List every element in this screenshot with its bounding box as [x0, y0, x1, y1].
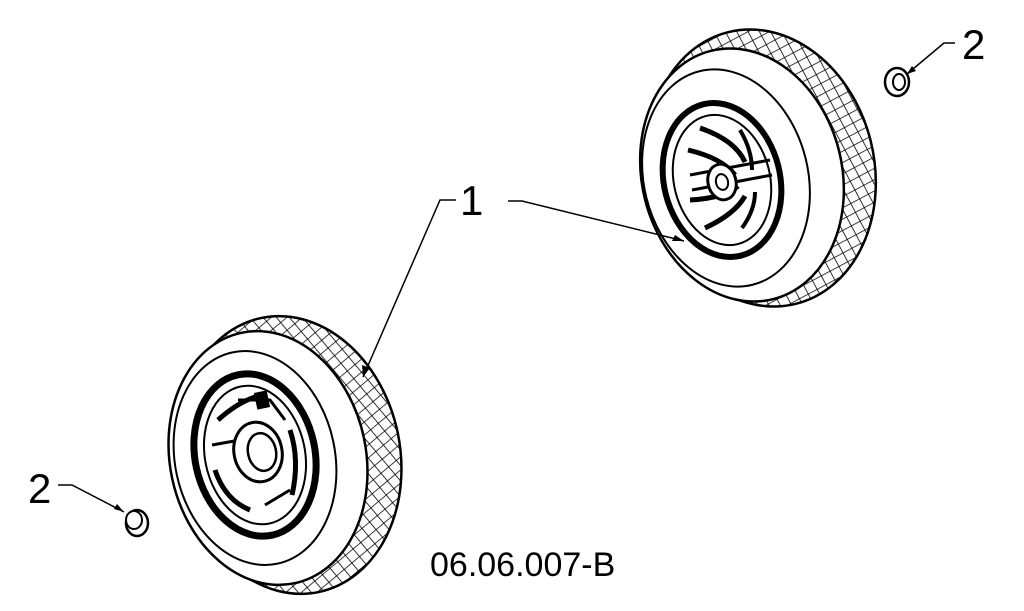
leader-2-upper: [906, 42, 955, 75]
leader-1-front: [362, 199, 456, 378]
leader-arrowheads: [114, 66, 916, 512]
leader-lines: [58, 42, 955, 513]
wheel-back: [638, 28, 878, 308]
bushing-lower: [124, 508, 150, 538]
leader-1-back: [508, 200, 685, 242]
bushing-upper: [883, 66, 911, 98]
callout-1: 1: [460, 177, 484, 224]
drawing-code: 06.06.007-B: [430, 546, 616, 584]
leader-2-lower: [58, 484, 125, 513]
callout-2-lower: 2: [28, 465, 52, 512]
callout-2-upper: 2: [962, 21, 986, 68]
wheel-front: [167, 314, 403, 596]
